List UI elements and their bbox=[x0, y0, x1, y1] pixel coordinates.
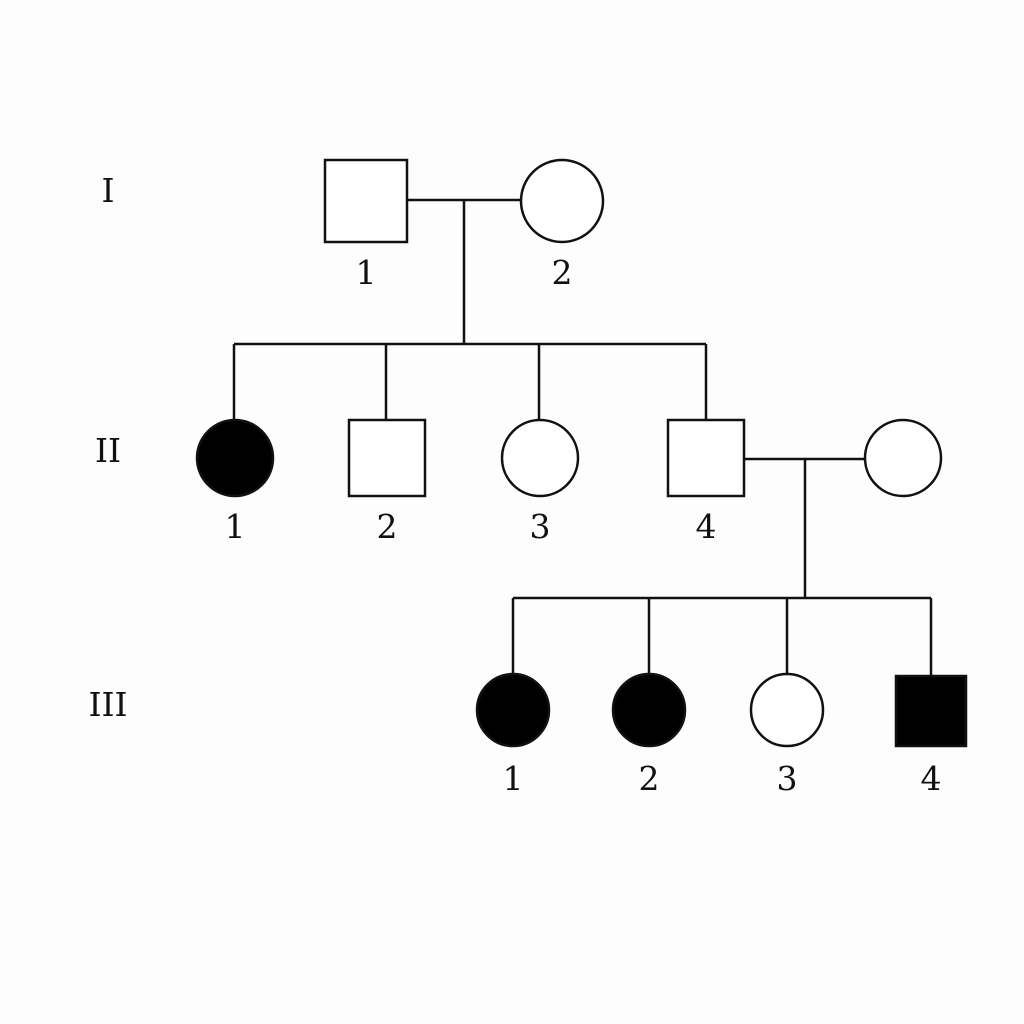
generation-label-I: I bbox=[101, 171, 114, 210]
individual-III-4: 4 bbox=[894, 674, 968, 798]
affected-female-circle bbox=[475, 672, 551, 748]
unaffected-female-circle bbox=[863, 418, 943, 498]
individual-II-4: 4 bbox=[666, 418, 746, 546]
unaffected-male-square bbox=[347, 418, 427, 498]
individual-number-label: 2 bbox=[377, 507, 398, 546]
affected-female-circle bbox=[611, 672, 687, 748]
individual-number-label: 1 bbox=[225, 507, 246, 546]
individual-number-label: 3 bbox=[777, 759, 798, 798]
individuals: 1 2 1 2 3 4 1 2 3 4 bbox=[195, 158, 968, 798]
individual-number-label: 1 bbox=[356, 253, 377, 292]
individual-number-label: 1 bbox=[503, 759, 524, 798]
family-lines-gen-II bbox=[511, 457, 933, 677]
individual-III-3: 3 bbox=[749, 672, 825, 798]
individual-I-2: 2 bbox=[519, 158, 605, 292]
individual-I-1: 1 bbox=[323, 158, 409, 292]
generation-label-II: II bbox=[95, 431, 121, 470]
unaffected-female-circle bbox=[749, 672, 825, 748]
family-lines-gen-I bbox=[232, 198, 708, 421]
individual-II-2: 2 bbox=[347, 418, 427, 546]
affected-male-square bbox=[894, 674, 968, 748]
affected-female-circle bbox=[195, 418, 275, 498]
individual-II-3: 3 bbox=[500, 418, 580, 546]
individual-III-1: 1 bbox=[475, 672, 551, 798]
unaffected-male-square bbox=[323, 158, 409, 244]
individual-number-label: 2 bbox=[552, 253, 573, 292]
generation-label-III: III bbox=[88, 685, 127, 724]
individual-II-1: 1 bbox=[195, 418, 275, 546]
unaffected-female-circle bbox=[500, 418, 580, 498]
individual-III-2: 2 bbox=[611, 672, 687, 798]
individual-number-label: 2 bbox=[639, 759, 660, 798]
individual-number-label: 3 bbox=[530, 507, 551, 546]
unaffected-female-circle bbox=[519, 158, 605, 244]
individual-number-label: 4 bbox=[696, 507, 717, 546]
unaffected-male-square bbox=[666, 418, 746, 498]
individual-number-label: 4 bbox=[921, 759, 942, 798]
individual-II-spouse bbox=[863, 418, 943, 498]
